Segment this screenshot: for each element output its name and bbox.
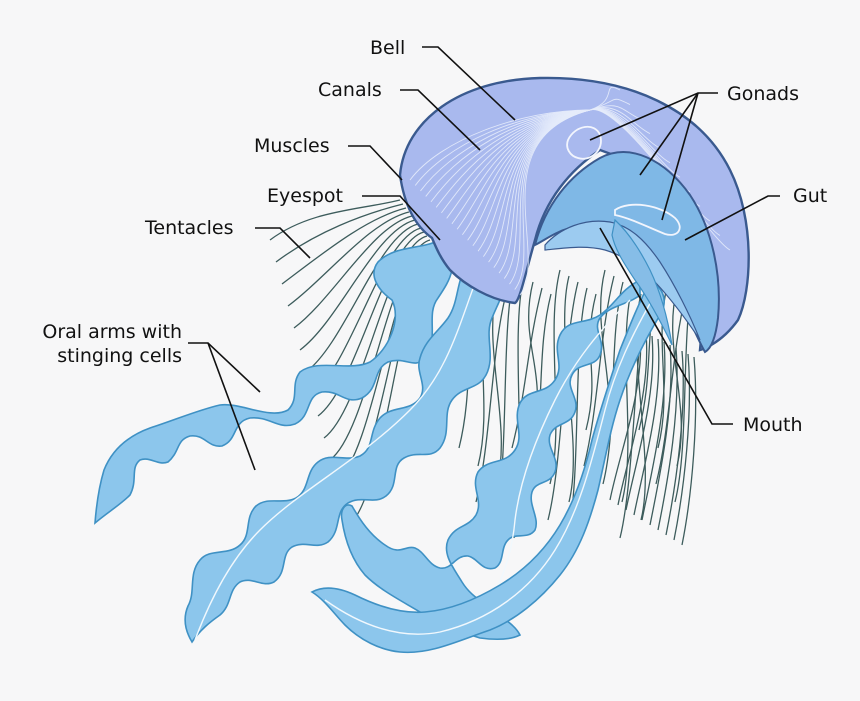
gonad-lower (614, 203, 681, 236)
label-gonads: Gonads (727, 83, 799, 105)
label-gut: Gut (793, 185, 827, 207)
tentacle (649, 344, 672, 526)
tentacle (641, 341, 666, 521)
label-muscles: Muscles (254, 135, 330, 157)
tentacle (633, 338, 660, 516)
oral-arm-right (340, 278, 641, 641)
tentacle (305, 223, 419, 373)
label-eyespot: Eyespot (267, 185, 343, 207)
tentacle (625, 335, 654, 511)
label-mouth: Mouth (743, 414, 803, 436)
tentacle (323, 235, 428, 439)
oral-arms (94, 239, 665, 654)
label-tentacles: Tentacles (144, 217, 234, 239)
tentacle (621, 287, 633, 503)
label-oral-arms-line1: Oral arms with (42, 321, 182, 343)
tentacle (657, 347, 678, 531)
tentacle (299, 219, 416, 351)
tentacle (681, 356, 697, 546)
tentacle (275, 203, 404, 263)
label-oral-arms-line2: stinging cells (57, 345, 182, 367)
tentacle (287, 211, 410, 307)
tentacle (583, 275, 615, 467)
tentacle (281, 207, 407, 285)
tentacle (511, 287, 543, 449)
tentacle (492, 287, 502, 485)
label-bell: Bell (370, 37, 405, 59)
gonad-upper (566, 126, 602, 160)
oral-arm-hook (310, 281, 665, 654)
oral-arm-middle (184, 259, 506, 644)
bell (398, 76, 750, 354)
labels: Bell Canals Muscles Eyespot Tentacles Or… (42, 37, 827, 436)
oral-arm-left (94, 239, 453, 525)
tentacle (317, 231, 425, 417)
radial-canals (409, 86, 731, 296)
label-canals: Canals (318, 79, 382, 101)
tentacle (617, 332, 648, 506)
tentacle (293, 215, 413, 329)
tentacle (665, 350, 684, 536)
leader-lines (188, 46, 780, 471)
tentacle (673, 353, 691, 541)
